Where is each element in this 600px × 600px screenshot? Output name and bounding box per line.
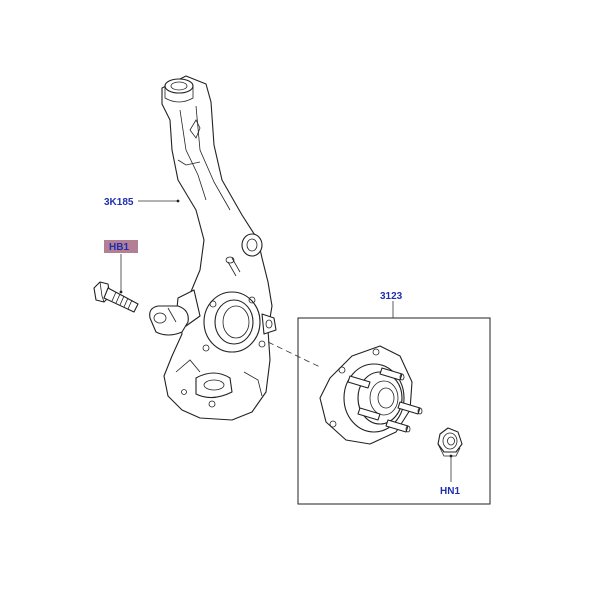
hub-assembly-frame bbox=[297, 317, 491, 505]
bolt-callout[interactable]: HB1 bbox=[109, 242, 129, 253]
wheel-hub-bearing bbox=[319, 345, 423, 445]
leader-dot-knuckle bbox=[176, 199, 180, 203]
hub-nut bbox=[437, 427, 463, 457]
hub-assembly-callout[interactable]: 3123 bbox=[380, 291, 403, 302]
steering-knuckle bbox=[161, 75, 277, 421]
leader-dot-nut bbox=[449, 454, 453, 458]
bolt-label-highlight bbox=[104, 240, 138, 253]
leader-dot-bolt bbox=[119, 290, 123, 294]
flange-bolt bbox=[93, 281, 139, 313]
assembly-axis-line bbox=[267, 341, 323, 369]
knuckle-callout[interactable]: 3K185 bbox=[104, 197, 134, 208]
nut-callout[interactable]: HN1 bbox=[440, 486, 460, 497]
ball-joint bbox=[149, 305, 189, 336]
